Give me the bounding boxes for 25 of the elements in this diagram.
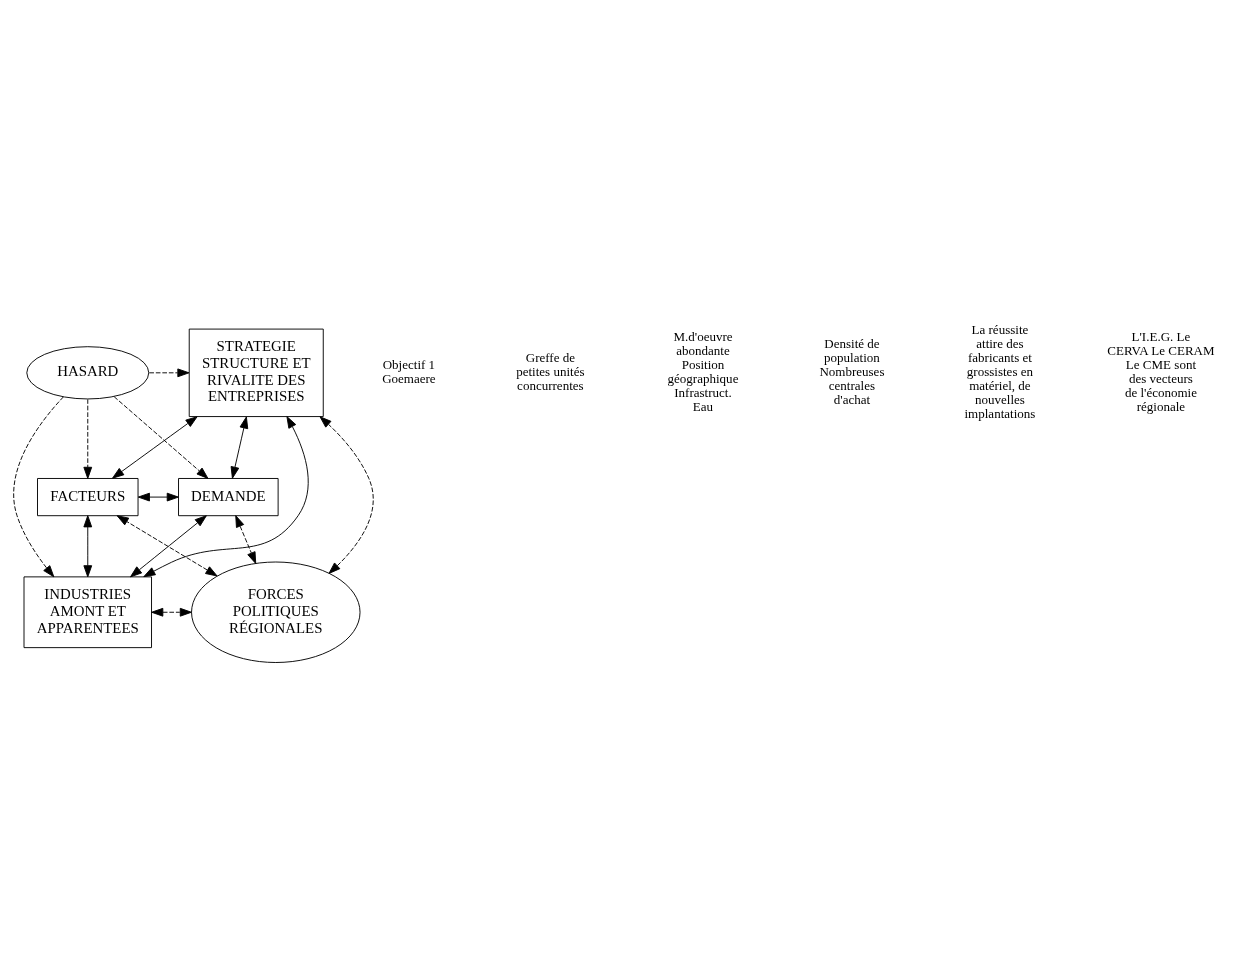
label: Densité de population Nombreuses centrales d'achat xyxy=(819,336,885,408)
arrow xyxy=(143,416,309,578)
node-box: STRATEGIE STRUCTURE ET RIVALITE DES ENTREPRISES xyxy=(188,328,324,418)
label: Greffe de petites unités concurrentes xyxy=(516,350,585,394)
arrow xyxy=(83,398,93,479)
label: Objectif 1 Goemaere xyxy=(382,357,436,387)
node-ellipse: HASARD xyxy=(26,346,150,400)
node-box: INDUSTRIES AMONT ET APPARENTEES xyxy=(23,576,152,649)
arrow xyxy=(13,396,64,578)
arrow xyxy=(83,515,93,578)
arrow xyxy=(137,492,179,502)
arrow xyxy=(148,368,190,378)
arrow xyxy=(235,515,257,564)
arrow xyxy=(319,416,374,574)
arrow xyxy=(112,416,198,479)
label: La réussite attire des fabricants et grossistes en matériel, de nouvelles implantations xyxy=(964,322,1036,422)
arrow xyxy=(151,607,192,617)
arrow xyxy=(130,515,207,578)
arrow xyxy=(116,515,218,577)
arrow xyxy=(230,416,249,479)
label: L'I.E.G. Le CERVA Le CERAM Le CME sont des vecteurs de l'économie régionale xyxy=(1107,329,1215,415)
arrow xyxy=(113,396,209,479)
node-box: DEMANDE xyxy=(178,478,279,517)
node-box: FACTEURS xyxy=(37,478,139,517)
label: M.d'oeuvre abondante Position géographique Infrastruct. Eau xyxy=(667,329,739,415)
